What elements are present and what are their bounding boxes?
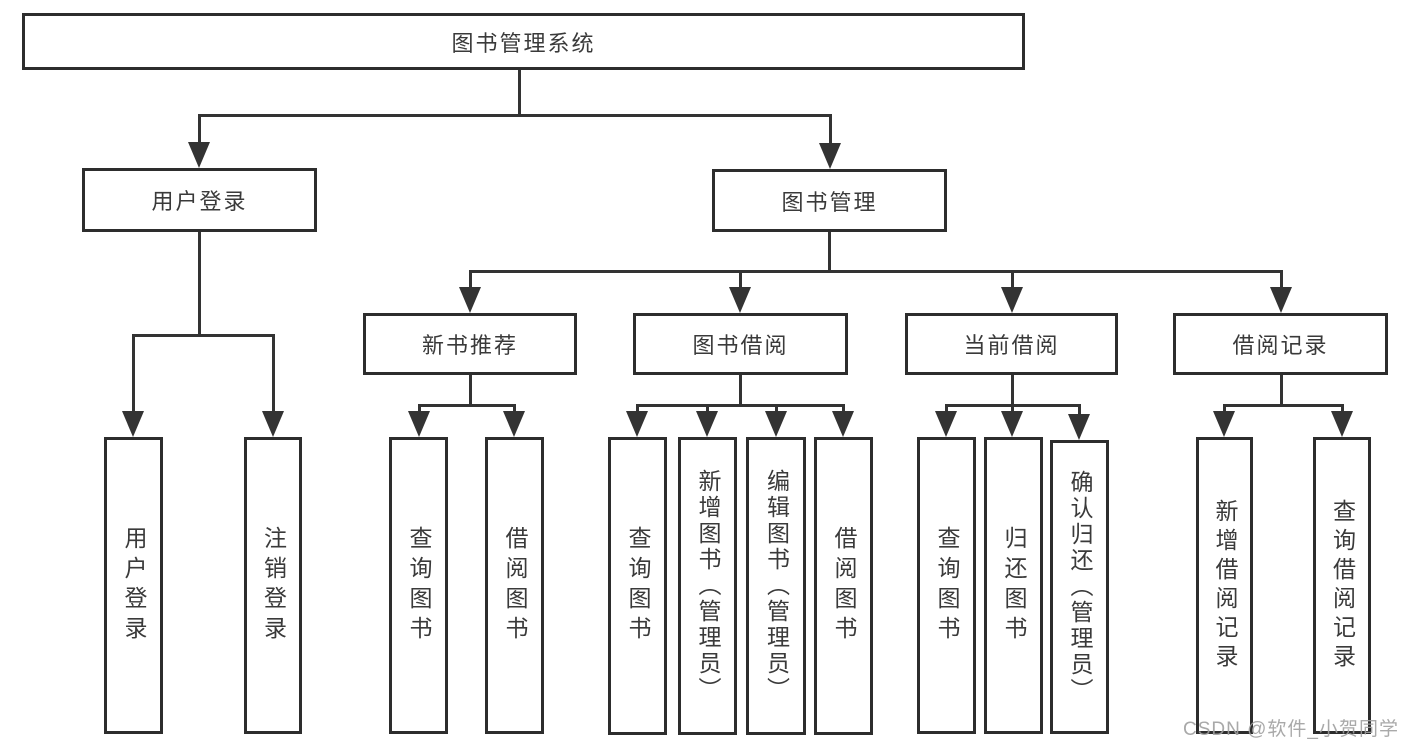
arrow-down-icon xyxy=(188,142,210,168)
connector-line xyxy=(1340,404,1344,414)
connector-line xyxy=(635,404,845,407)
leaf-confirm-return-admin: 确认归还（管理员） xyxy=(1050,440,1109,734)
connector-line xyxy=(197,114,832,117)
leaf-query-borrow-record: 查询借阅记录 xyxy=(1313,437,1371,734)
connector-line xyxy=(468,270,1283,273)
connector-line xyxy=(468,375,472,407)
connector-line xyxy=(1222,404,1226,414)
connector-line xyxy=(1010,404,1014,414)
connector-line xyxy=(197,114,201,146)
arrow-down-icon xyxy=(832,411,854,437)
node-book-borrow: 图书借阅 xyxy=(633,313,848,375)
connector-line xyxy=(417,404,516,407)
arrow-down-icon xyxy=(503,411,525,437)
arrow-down-icon xyxy=(1270,287,1292,313)
connector-line xyxy=(828,114,832,146)
connector-line xyxy=(774,404,778,414)
connector-line xyxy=(131,334,275,337)
arrow-down-icon xyxy=(459,287,481,313)
connector-line xyxy=(197,232,201,337)
connector-line xyxy=(944,404,948,414)
leaf-borrow-book-recommend: 借阅图书 xyxy=(485,437,544,734)
connector-line xyxy=(1279,375,1283,407)
node-book-management: 图书管理 xyxy=(712,169,947,232)
arrow-down-icon xyxy=(1068,414,1090,440)
node-current-borrow: 当前借阅 xyxy=(905,313,1118,375)
arrow-down-icon xyxy=(1001,411,1023,437)
csdn-watermark: CSDN @软件_小贺同学 xyxy=(1183,719,1399,740)
arrow-down-icon xyxy=(1213,411,1235,437)
connector-line xyxy=(1010,375,1014,407)
connector-line xyxy=(841,404,845,414)
node-user-login: 用户登录 xyxy=(82,168,317,232)
connector-line xyxy=(738,270,742,290)
leaf-add-borrow-record: 新增借阅记录 xyxy=(1196,437,1253,734)
connector-line xyxy=(738,375,742,407)
leaf-borrow-book: 借阅图书 xyxy=(814,437,873,735)
arrow-down-icon xyxy=(626,411,648,437)
leaf-edit-book-admin: 编辑图书（管理员） xyxy=(746,437,806,735)
connector-line xyxy=(705,404,709,414)
leaf-return-book: 归还图书 xyxy=(984,437,1043,734)
connector-line xyxy=(131,334,135,414)
leaf-user-login: 用户登录 xyxy=(104,437,163,734)
connector-line xyxy=(635,404,639,414)
node-root: 图书管理系统 xyxy=(22,13,1025,70)
arrow-down-icon xyxy=(729,287,751,313)
leaf-logout: 注销登录 xyxy=(244,437,302,734)
node-new-book-recommend: 新书推荐 xyxy=(363,313,577,375)
node-borrow-records: 借阅记录 xyxy=(1173,313,1388,375)
connector-line xyxy=(1222,404,1344,407)
connector-line xyxy=(827,232,831,273)
arrow-down-icon xyxy=(408,411,430,437)
connector-line xyxy=(517,70,521,116)
leaf-query-book-borrow: 查询图书 xyxy=(608,437,667,735)
leaf-add-book-admin: 新增图书（管理员） xyxy=(678,437,737,735)
leaf-query-book-current: 查询图书 xyxy=(917,437,976,734)
connector-line xyxy=(468,270,472,290)
connector-line xyxy=(1077,404,1081,414)
arrow-down-icon xyxy=(696,411,718,437)
connector-line xyxy=(417,404,421,414)
leaf-query-book-recommend: 查询图书 xyxy=(389,437,448,734)
connector-line xyxy=(512,404,516,414)
connector-line xyxy=(1010,270,1014,290)
arrow-down-icon xyxy=(262,411,284,437)
connector-line xyxy=(1279,270,1283,290)
connector-line xyxy=(271,334,275,414)
arrow-down-icon xyxy=(935,411,957,437)
arrow-down-icon xyxy=(122,411,144,437)
arrow-down-icon xyxy=(1001,287,1023,313)
arrow-down-icon xyxy=(819,143,841,169)
arrow-down-icon xyxy=(765,411,787,437)
arrow-down-icon xyxy=(1331,411,1353,437)
